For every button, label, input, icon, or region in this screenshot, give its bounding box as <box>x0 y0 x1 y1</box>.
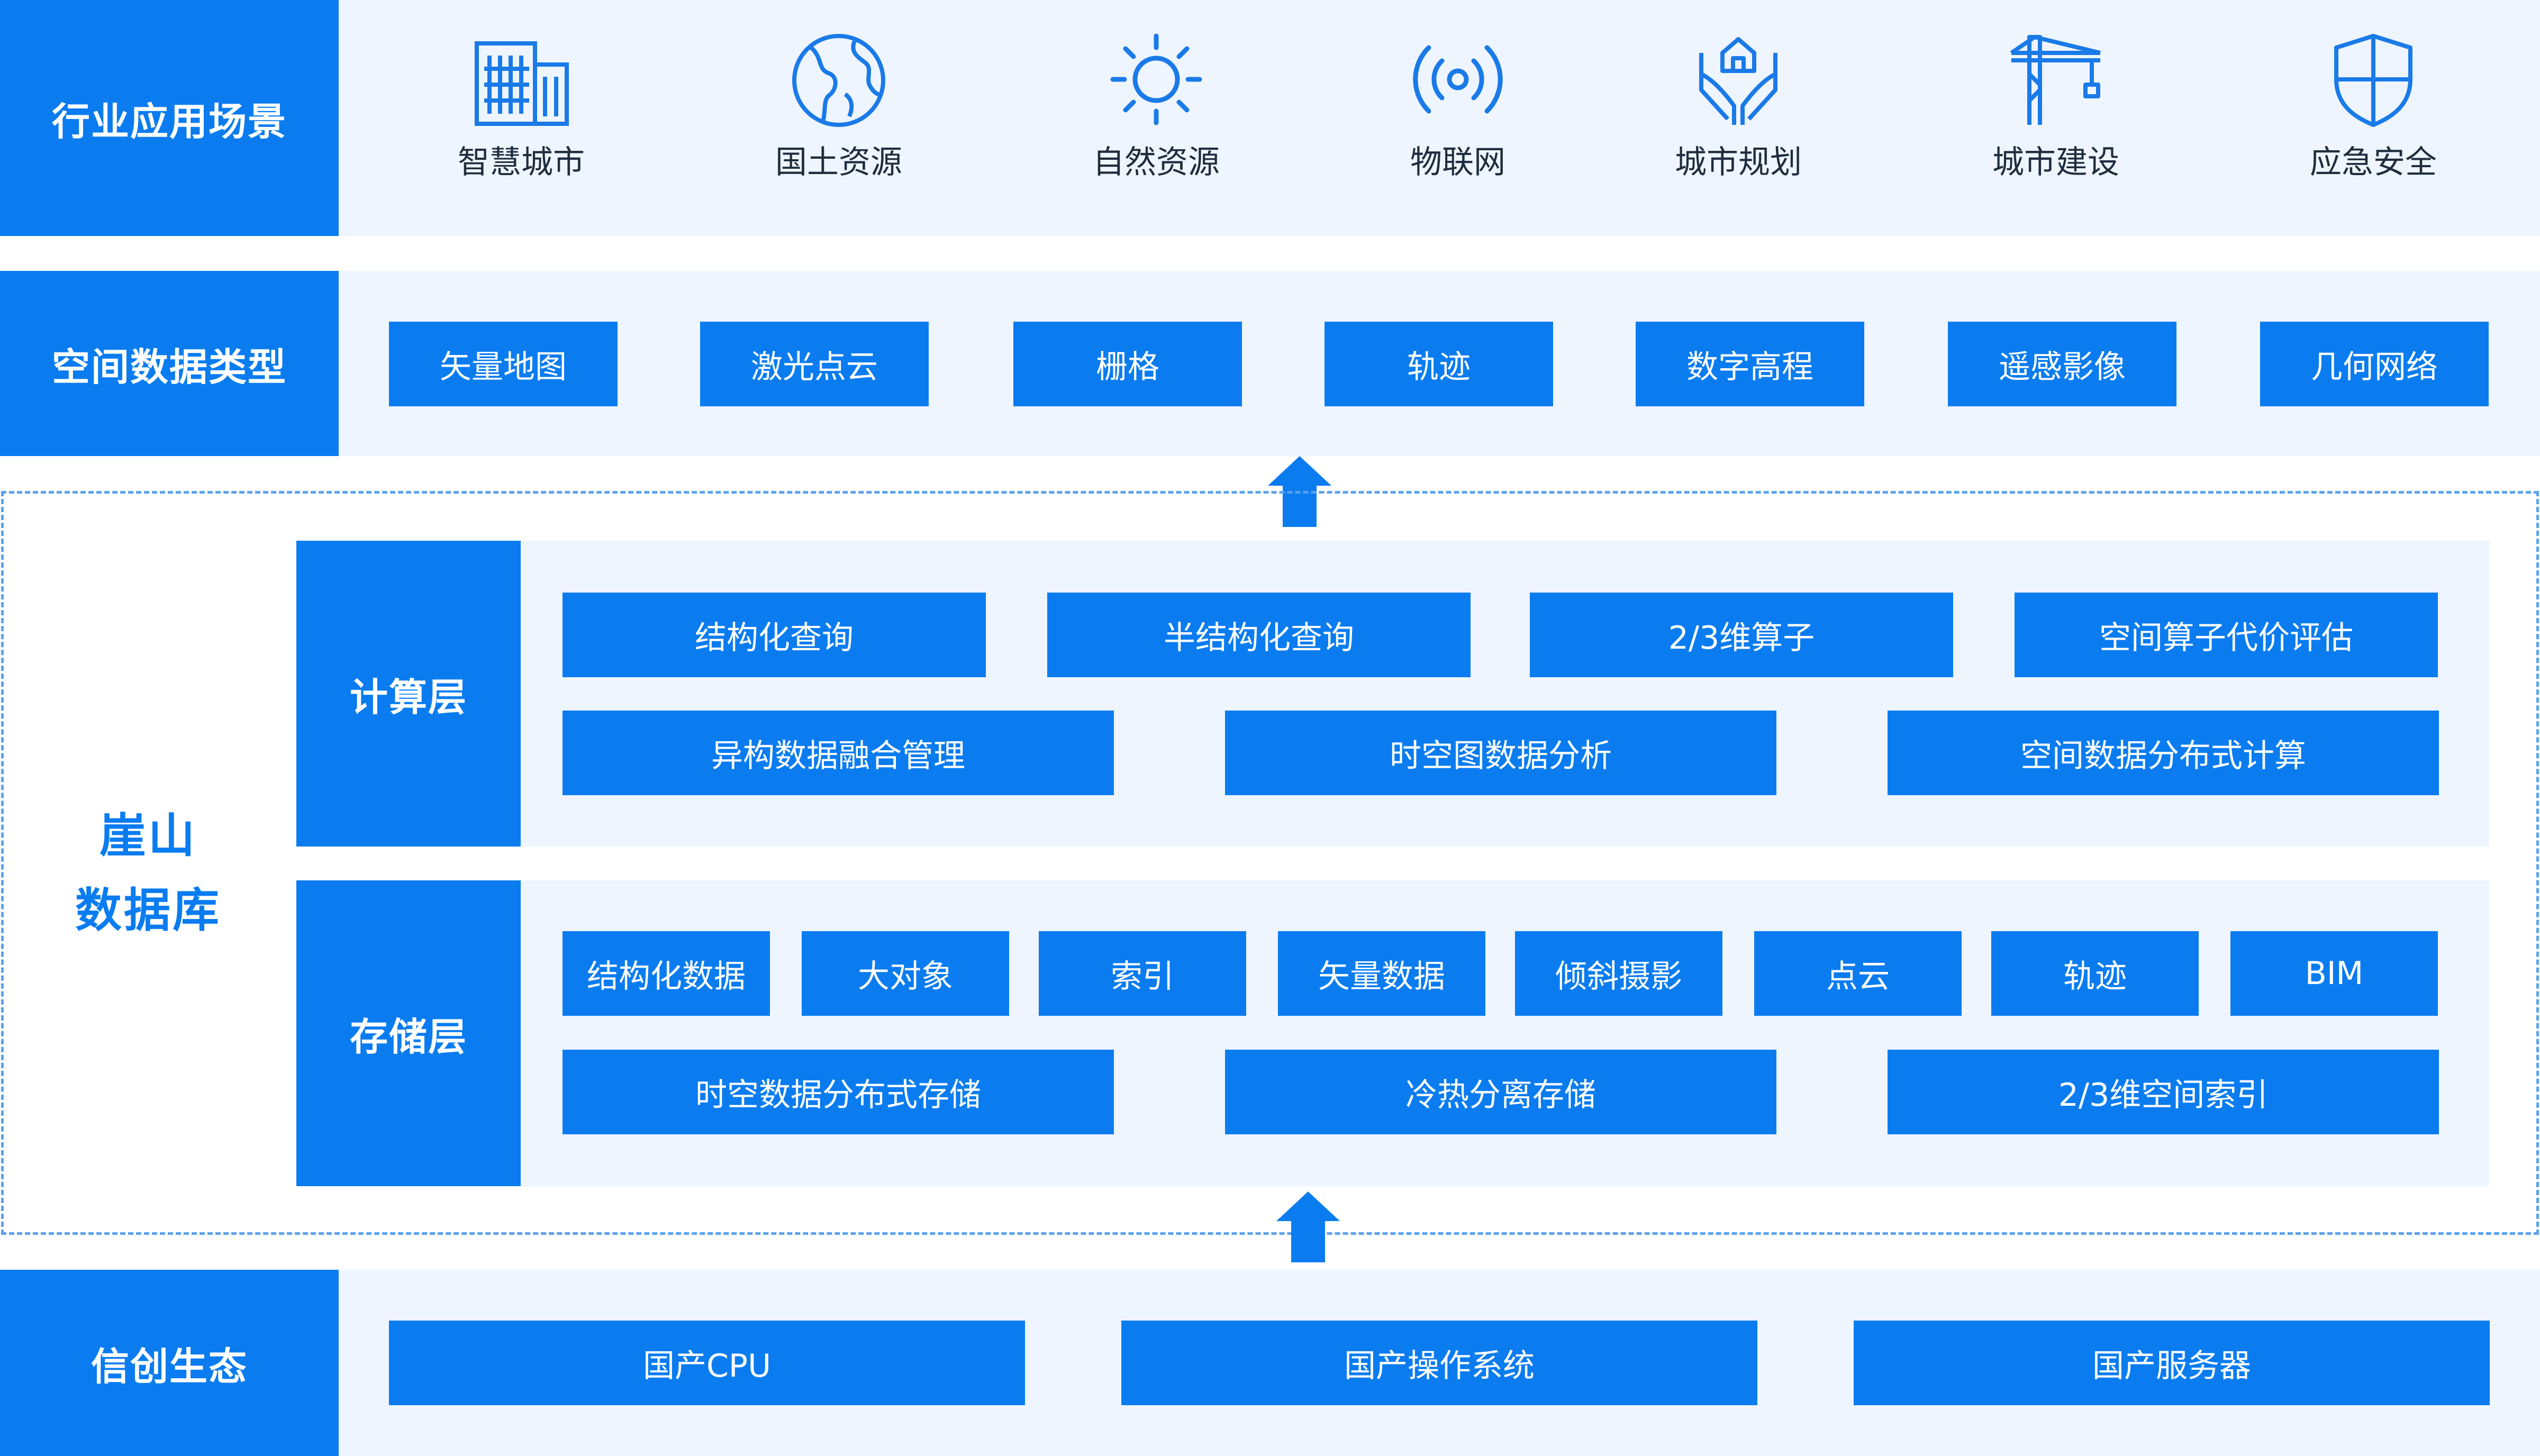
industry-item-smart-city: 智慧城市 <box>437 32 606 183</box>
sun-icon <box>1110 33 1202 125</box>
industry-item-iot: 物联网 <box>1373 32 1543 183</box>
ecosystem-chip: 国产CPU <box>389 1321 1025 1405</box>
compute-chip: 2/3维算子 <box>1530 593 1953 677</box>
datatype-chip: 激光点云 <box>700 322 929 406</box>
compute-chip: 异构数据融合管理 <box>563 711 1114 795</box>
industry-item-label: 自然资源 <box>1093 144 1220 181</box>
storage-band <box>520 880 2489 1186</box>
datatype-chip: 栅格 <box>1013 322 1242 406</box>
ecosystem-label: 信创生态 <box>0 1270 339 1456</box>
storage-chip: 轨迹 <box>1991 931 2199 1016</box>
datatype-chip: 遥感影像 <box>1948 322 2176 406</box>
compute-chip: 空间数据分布式计算 <box>1888 711 2439 795</box>
industry-item-emergency: 应急安全 <box>2289 32 2458 183</box>
up-arrow-icon <box>1276 1191 1340 1262</box>
wireless-signal-icon <box>1413 45 1503 114</box>
industry-item-label: 应急安全 <box>2310 144 2437 181</box>
industry-item-planning: 城市规划 <box>1654 32 1823 183</box>
storage-chip: 索引 <box>1039 931 1246 1016</box>
shield-icon <box>2334 34 2412 127</box>
globe-icon <box>792 34 885 127</box>
compute-label: 计算层 <box>296 541 521 847</box>
storage-chip: 时空数据分布式存储 <box>563 1050 1114 1134</box>
storage-chip: 点云 <box>1754 931 1962 1016</box>
crane-icon <box>2010 35 2101 125</box>
storage-chip: 冷热分离存储 <box>1225 1050 1776 1134</box>
datatype-chip: 几何网络 <box>2260 322 2489 406</box>
industry-item-construction: 城市建设 <box>1971 32 2140 183</box>
industry-icons: 智慧城市 国土资源 自然资源 物联网 <box>339 32 2540 212</box>
ecosystem-chip: 国产操作系统 <box>1121 1321 1757 1405</box>
industry-item-land: 国土资源 <box>754 32 923 183</box>
compute-chip: 时空图数据分析 <box>1225 711 1776 795</box>
industry-band <box>339 0 2540 236</box>
industry-item-label: 城市规划 <box>1675 144 1802 181</box>
compute-chip: 空间算子代价评估 <box>2015 593 2438 677</box>
storage-chip: 2/3维空间索引 <box>1888 1050 2439 1134</box>
industry-item-label: 国土资源 <box>775 144 902 181</box>
storage-chip: 倾斜摄影 <box>1515 931 1722 1016</box>
compute-chip: 半结构化查询 <box>1047 593 1471 677</box>
datatype-chip: 矢量地图 <box>389 322 618 406</box>
industry-item-nature: 自然资源 <box>1072 32 1241 183</box>
datatype-chip: 数字高程 <box>1636 322 1864 406</box>
datatypes-label: 空间数据类型 <box>0 271 339 456</box>
storage-chip: 大对象 <box>802 931 1009 1016</box>
datatype-chip: 轨迹 <box>1325 322 1553 406</box>
ecosystem-chip: 国产服务器 <box>1854 1321 2490 1405</box>
industry-item-label: 城市建设 <box>1992 144 2119 181</box>
database-title-line1: 崖山 <box>99 808 197 863</box>
hands-house-icon <box>1699 37 1777 125</box>
industry-item-label: 物联网 <box>1410 144 1505 181</box>
database-container <box>1 491 2539 1235</box>
compute-band <box>520 541 2489 847</box>
storage-label: 存储层 <box>296 880 521 1186</box>
database-title-line2: 数据库 <box>75 882 221 938</box>
storage-chip: BIM <box>2230 931 2438 1016</box>
industry-item-label: 智慧城市 <box>458 144 585 181</box>
compute-chip: 结构化查询 <box>563 593 986 677</box>
storage-chip: 结构化数据 <box>563 931 770 1016</box>
storage-chip: 矢量数据 <box>1278 931 1485 1016</box>
industry-label: 行业应用场景 <box>0 0 339 236</box>
building-icon <box>475 41 569 126</box>
database-title: 崖山 数据库 <box>21 799 275 948</box>
